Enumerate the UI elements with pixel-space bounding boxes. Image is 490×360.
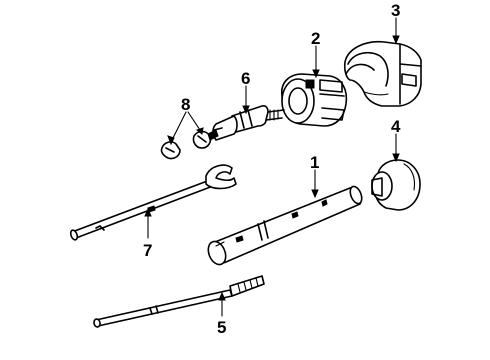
part-4-bearing-ring xyxy=(371,159,421,211)
part-6-actuator-shaft xyxy=(212,105,285,141)
callout-4: 4 xyxy=(391,117,401,136)
callout-3: 3 xyxy=(391,1,400,20)
part-3-housing-cover xyxy=(343,40,422,107)
part-7-shift-tube xyxy=(69,164,237,241)
callout-5: 5 xyxy=(217,318,226,337)
callout-leaders xyxy=(144,17,400,317)
callout-2: 2 xyxy=(311,29,320,48)
part-2-lock-housing xyxy=(280,73,348,127)
part-1-column-jacket xyxy=(207,185,363,266)
part-5-steering-shaft xyxy=(93,275,265,328)
callout-6: 6 xyxy=(241,69,250,88)
part-8-pins xyxy=(160,129,219,160)
callout-1: 1 xyxy=(310,153,319,172)
callout-7: 7 xyxy=(143,241,152,260)
callout-8: 8 xyxy=(181,95,190,114)
